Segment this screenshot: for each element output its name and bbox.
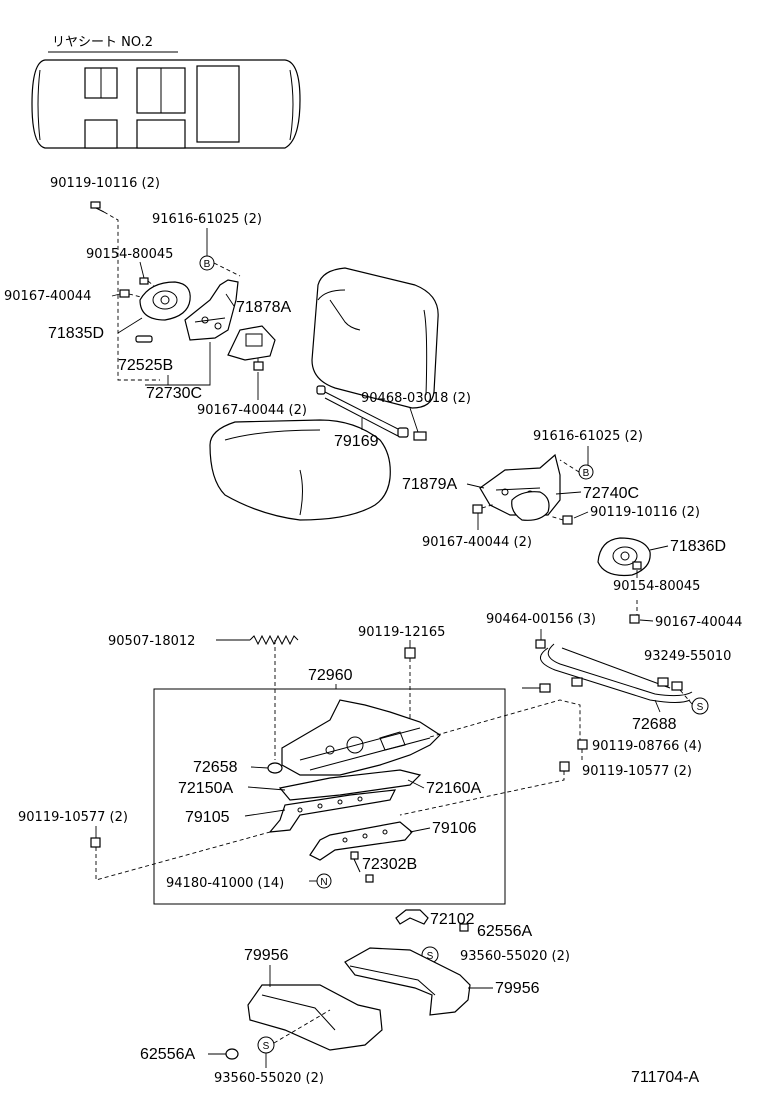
- recliner-cover-71835d-icon: [139, 281, 191, 321]
- recliner-cover-icon: [227, 325, 276, 361]
- label-90167-40044-left: 90167-40044: [4, 289, 91, 304]
- label-79105: 79105: [185, 809, 230, 826]
- clip-62556a-icon-2: [225, 1048, 239, 1060]
- bolt-icon-7: [404, 647, 416, 659]
- hinge-bracket-72730c-icon: [184, 279, 239, 341]
- label-72150a: 72150A: [178, 780, 233, 797]
- figure-id: 711704-A: [631, 1069, 700, 1086]
- label-90119-10116-right: 90119-10116 (2): [590, 505, 700, 520]
- label-72658: 72658: [193, 759, 238, 776]
- bolt-icon-2: [119, 289, 130, 298]
- label-71879a: 71879A: [402, 476, 457, 493]
- recliner-cover-71836d-icon: [597, 537, 651, 577]
- b-badge-text-2: B: [583, 468, 590, 479]
- seat-cushion-icon: [209, 419, 391, 521]
- bolt-icon-3: [253, 361, 264, 371]
- s-badge-text-3: S: [263, 1041, 270, 1052]
- cover-72102-icon: [395, 909, 429, 925]
- bolt-72302b-icon: [350, 851, 361, 873]
- clip-62556a-icon: [459, 923, 469, 932]
- adjuster-assembly-box: [153, 688, 506, 905]
- bolt-icon-8: [577, 739, 588, 750]
- bolt-icon: [90, 201, 105, 213]
- leg-79106-icon: [309, 821, 413, 861]
- label-72960: 72960: [308, 667, 353, 684]
- label-71878a: 71878A: [236, 299, 291, 316]
- cover-79956-left-icon: [247, 984, 383, 1051]
- label-79106: 79106: [432, 820, 477, 837]
- gas-strut-79169-icon: [316, 385, 409, 438]
- adjuster-rail-72150a-icon: [278, 769, 422, 801]
- label-90119-12165: 90119-12165: [358, 625, 445, 640]
- bolt-icon-4: [472, 504, 483, 514]
- label-90167-40044-2b: 90167-40044 (2): [422, 535, 532, 550]
- label-90119-10116-top: 90119-10116 (2): [50, 176, 160, 191]
- label-72160a: 72160A: [426, 780, 481, 797]
- label-91616-61025-right: 91616-61025 (2): [533, 429, 643, 444]
- label-72730c: 72730C: [146, 385, 202, 402]
- label-93249-55010: 93249-55010: [644, 649, 731, 664]
- label-90167-40044-2a: 90167-40044 (2): [197, 403, 307, 418]
- b-badge-text: B: [204, 259, 211, 270]
- nut-icon: [139, 277, 149, 285]
- label-93560-55020-right: 93560-55020 (2): [460, 949, 570, 964]
- seat-back-icon: [311, 267, 439, 409]
- label-72525b: 72525B: [118, 357, 173, 374]
- leg-79105-icon: [268, 789, 397, 833]
- seat-adjuster-72960-icon: [281, 699, 441, 776]
- cover-79956-right-icon: [344, 947, 471, 1016]
- label-91616-61025-left: 91616-61025 (2): [152, 212, 262, 227]
- label-71835d: 71835D: [48, 325, 104, 342]
- hinge-bracket-72740c-icon: [479, 453, 561, 521]
- bolt-icon-9: [559, 761, 570, 772]
- label-72688: 72688: [632, 716, 677, 733]
- clip-icon-2: [535, 639, 546, 649]
- label-90119-08766: 90119-08766 (4): [592, 739, 702, 754]
- bolt-icon-6: [629, 614, 640, 624]
- label-90464-00156: 90464-00156 (3): [486, 612, 596, 627]
- bolt-icon-5: [562, 515, 573, 525]
- label-79956-left: 79956: [244, 947, 289, 964]
- label-62556a-right: 62556A: [477, 923, 532, 940]
- bolt-icon-10: [90, 837, 101, 848]
- clip-icon: [413, 431, 427, 441]
- s-badge-icon: [691, 697, 709, 715]
- label-90154-80045-left: 90154-80045: [86, 247, 173, 262]
- label-72302b: 72302B: [362, 856, 417, 873]
- rod-72525b-icon: [135, 335, 153, 343]
- release-cable-72688-icon: [522, 643, 693, 703]
- s-badge-text: S: [697, 702, 704, 713]
- nut-icon-3: [365, 874, 374, 883]
- label-71836d: 71836D: [670, 538, 726, 555]
- vehicle-locator-icon: [31, 59, 301, 149]
- label-90507-18012: 90507-18012: [108, 634, 195, 649]
- nut-icon-2: [632, 561, 642, 570]
- label-79956-right: 79956: [495, 980, 540, 997]
- washer-72658-icon: [267, 762, 283, 774]
- label-90154-80045-right: 90154-80045: [613, 579, 700, 594]
- label-72740c: 72740C: [583, 485, 639, 502]
- label-90468-03018: 90468-03018 (2): [361, 391, 471, 406]
- label-62556a-left: 62556A: [140, 1046, 195, 1063]
- header-title: リヤシート NO.2: [52, 35, 153, 50]
- s-badge-text-2: S: [427, 951, 434, 962]
- label-94180-41000: 94180-41000 (14): [166, 876, 284, 891]
- label-90119-10577-left: 90119-10577 (2): [18, 810, 128, 825]
- label-79169: 79169: [334, 433, 379, 450]
- n-badge-text: N: [320, 877, 327, 888]
- label-90167-40044-right: 90167-40044: [655, 615, 742, 630]
- label-90119-10577-right: 90119-10577 (2): [582, 764, 692, 779]
- spring-icon: [249, 634, 299, 646]
- label-93560-55020-left: 93560-55020 (2): [214, 1071, 324, 1086]
